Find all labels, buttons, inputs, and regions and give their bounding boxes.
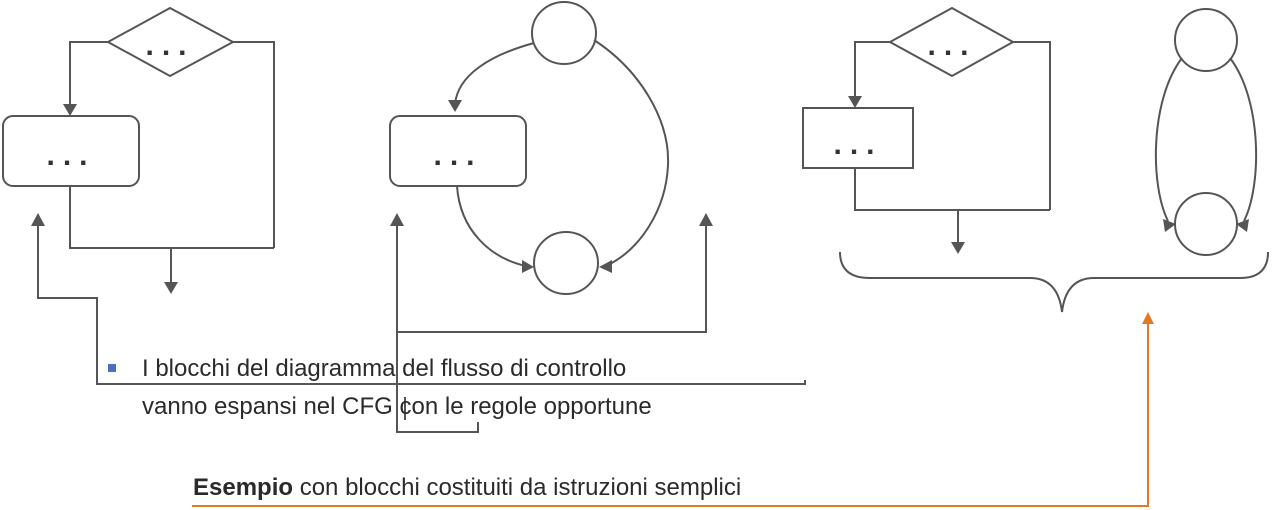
arrowhead [951,242,965,254]
flowchart-sequence: ... ... [802,6,1051,254]
cfg-node-top [531,1,597,65]
example-caption: Esempio con blocchi costituiti da istruz… [193,474,741,502]
flowchart-if: ... ... [2,6,275,294]
caption-text-2b: con le regole opportune [392,393,652,420]
connector-line [233,41,275,248]
cfg-edge [1229,57,1258,222]
cfg-block-placeholder: ... [433,139,482,172]
cfg-edge [454,42,535,105]
bullet-marker [108,364,116,372]
arrowhead [390,213,404,226]
decision-placeholder: ... [145,29,194,62]
connector-example-to-brace [192,320,1149,507]
arrowhead [599,260,612,273]
connector-line [1013,41,1051,210]
connector-line [69,41,108,110]
connector-cfg-to-cfg-diagram [396,222,479,433]
arrowhead [164,282,178,294]
process-placeholder: ... [833,128,882,161]
arrowhead-orange [1142,312,1154,324]
arrowhead [1236,219,1249,232]
caption-text-2a: vanno espansi nel [142,393,343,420]
connector-line [397,222,707,333]
decision-placeholder: ... [927,29,976,62]
cfg-if: ... [389,1,670,295]
connector-line [854,41,890,100]
caption-cfg-term: CFG [342,393,393,420]
arrowhead [848,96,862,108]
caption-line-1: I blocchi del diagramma del flusso di co… [142,354,626,384]
arrowhead [31,213,45,226]
example-label: Esempio [193,474,294,501]
arrowhead [522,260,534,273]
cfg-node-bottom [1174,192,1238,256]
cfg-node-top [1174,8,1238,72]
caption-line-2: vanno espansi nel CFG con le regole oppo… [142,392,652,422]
connector-caption-to-flowchart [37,222,806,385]
connector-line [69,186,274,249]
caption-text-1: I blocchi del diagramma del flusso di co… [142,355,627,382]
cfg-edge [456,185,527,267]
arrowhead [448,100,462,112]
arrowhead [699,213,713,226]
cfg-sequence [1154,8,1258,256]
curly-brace [839,251,1269,313]
cfg-edge [593,39,670,267]
cfg-node-bottom [533,231,599,295]
process-placeholder: ... [46,139,95,172]
example-text: con blocchi costituiti da istruzioni sem… [293,474,742,501]
process-box [802,107,914,169]
cfg-edge [1154,57,1183,222]
arrowhead [1163,219,1176,232]
connector-line [854,168,1050,211]
arrowhead [63,104,77,116]
